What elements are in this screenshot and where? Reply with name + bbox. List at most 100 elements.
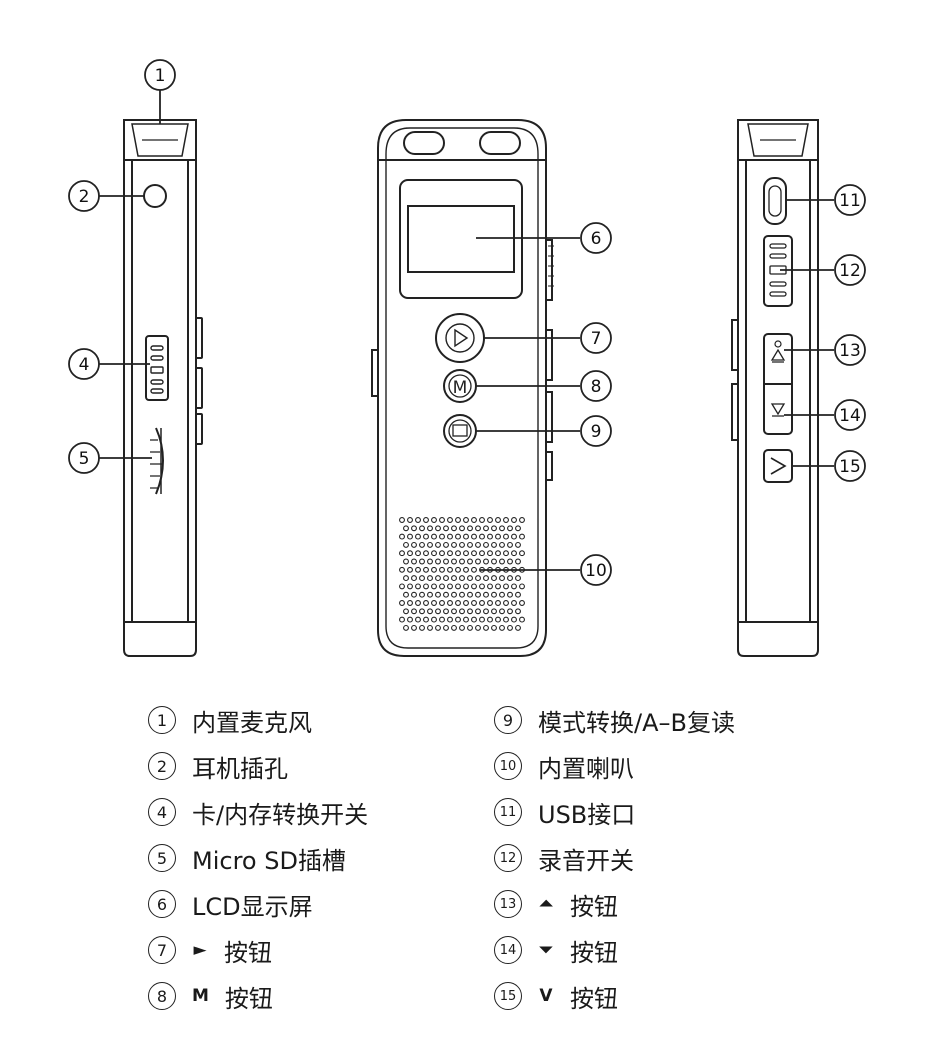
mode-icon (452, 424, 468, 437)
callout-6 (580, 222, 612, 254)
speaker-hole (451, 558, 457, 565)
speaker-hole (479, 517, 485, 523)
speaker-hole (467, 608, 473, 615)
usb-port (763, 177, 787, 225)
speaker-hole (399, 550, 405, 557)
callout-5 (68, 442, 100, 474)
speaker-hole (467, 558, 473, 565)
speaker-hole (491, 525, 497, 532)
speaker-hole (507, 624, 513, 631)
speaker-hole (495, 533, 501, 540)
legend-item-11: 11 USB接口 (494, 792, 635, 832)
speaker-hole (447, 566, 453, 573)
speaker-hole (399, 566, 405, 573)
callout-1-label: 1 (155, 66, 166, 86)
speaker-hole (511, 550, 517, 557)
legend-text: USB接口 (538, 800, 636, 829)
legend-num: 6 (148, 890, 176, 918)
legend-text: LCD显示屏 (192, 892, 313, 921)
speaker-hole (435, 608, 441, 615)
left-body-outline (123, 119, 197, 657)
speaker-hole (495, 517, 501, 523)
speaker-hole (419, 525, 425, 532)
speaker-hole (407, 616, 413, 623)
speaker-hole (499, 558, 505, 565)
speaker-hole (507, 575, 513, 582)
speaker-hole (411, 624, 417, 631)
front-mic-hole-right (479, 131, 521, 155)
speaker-hole (511, 583, 517, 590)
speaker-hole (455, 550, 461, 557)
speaker-hole (443, 624, 449, 631)
speaker-hole (519, 583, 525, 590)
speaker-hole (415, 616, 421, 623)
callout-13 (834, 334, 866, 366)
legend-item-7: 7 ► 按钮 (148, 930, 272, 970)
legend-item-15: 15 V 按钮 (494, 976, 618, 1016)
speaker-hole (423, 583, 429, 590)
speaker-hole (399, 616, 405, 623)
speaker-hole (491, 541, 497, 548)
speaker-hole (499, 608, 505, 615)
speaker-hole (475, 558, 481, 565)
callout-11-label: 11 (839, 191, 861, 211)
lcd-screen-frame (399, 179, 523, 299)
legend-text: 按钮 (224, 938, 272, 967)
record-switch (763, 235, 793, 307)
legend-text: 录音开关 (538, 846, 634, 875)
speaker-hole (415, 517, 421, 523)
speaker-hole (415, 566, 421, 573)
speaker-hole (475, 525, 481, 532)
speaker-hole (419, 624, 425, 631)
speaker-hole (483, 525, 489, 532)
left-side-button-upper (195, 317, 203, 359)
speaker-hole (459, 591, 465, 598)
speaker-hole (415, 583, 421, 590)
legend-item-4: 4 卡/内存转换开关 (148, 792, 368, 832)
play-button (435, 313, 485, 363)
speaker-hole (423, 517, 429, 523)
speaker-hole (451, 541, 457, 548)
v-symbol-icon: V (539, 986, 553, 1006)
right-body-outline (737, 119, 819, 657)
speaker-hole (427, 608, 433, 615)
speaker-hole (499, 624, 505, 631)
speaker-hole (475, 575, 481, 582)
speaker-hole (447, 533, 453, 540)
left-side-button-lower (195, 413, 203, 445)
speaker-hole (423, 600, 429, 606)
legend-item-13: 13 ⏶ 按钮 (494, 884, 618, 924)
speaker-hole (503, 583, 509, 590)
speaker-hole (459, 541, 465, 548)
speaker-hole (459, 575, 465, 582)
speaker-hole (463, 517, 469, 523)
speaker-hole (479, 550, 485, 557)
v-button (763, 449, 793, 483)
callout-9 (580, 415, 612, 447)
speaker-hole (443, 541, 449, 548)
speaker-hole (471, 583, 477, 590)
speaker-hole (411, 608, 417, 615)
speaker-hole (503, 533, 509, 540)
speaker-hole (451, 525, 457, 532)
speaker-hole (515, 591, 521, 598)
speaker-hole (519, 616, 525, 623)
speaker-hole (443, 608, 449, 615)
speaker-hole (483, 591, 489, 598)
speaker-hole (491, 624, 497, 631)
front-side-buttons-right (546, 239, 553, 481)
speaker-hole (507, 541, 513, 548)
speaker-hole (451, 624, 457, 631)
legend-num: 14 (494, 936, 522, 964)
speaker-hole (407, 550, 413, 557)
speaker-hole (399, 533, 405, 540)
speaker-hole (439, 533, 445, 540)
speaker-hole (487, 600, 493, 606)
speaker-hole (475, 624, 481, 631)
legend-text: 内置麦克风 (192, 708, 312, 737)
speaker-hole (431, 600, 437, 606)
legend-text: 内置喇叭 (538, 754, 634, 783)
speaker-hole (407, 517, 413, 523)
speaker-hole (499, 525, 505, 532)
speaker-hole (427, 624, 433, 631)
